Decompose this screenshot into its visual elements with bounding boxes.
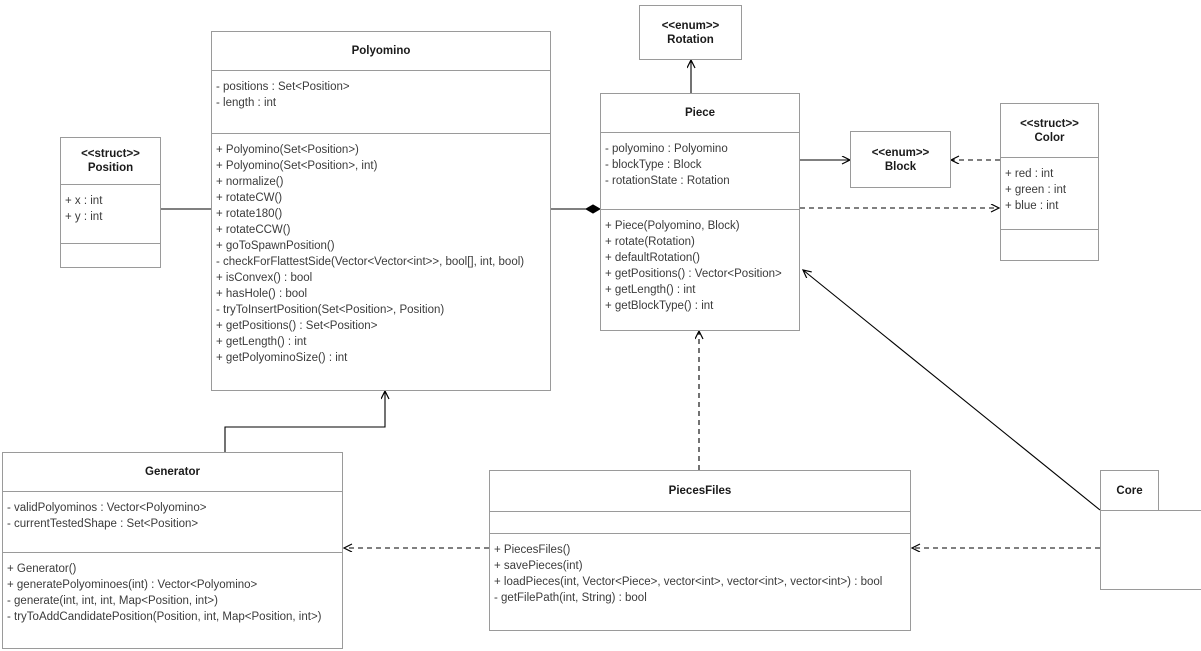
class-box-polyomino[interactable]: Polyomino - positions : Set<Position> - … bbox=[211, 31, 551, 391]
class-box-piece[interactable]: Piece - polyomino : Polyomino - blockTyp… bbox=[600, 93, 800, 331]
class-box-position[interactable]: <<struct>> Position + x : int + y : int bbox=[60, 137, 161, 268]
edge-generator-polyomino bbox=[224, 391, 385, 452]
class-attributes-generator: - validPolyominos : Vector<Polyomino> - … bbox=[3, 491, 342, 552]
attribute-row: - polyomino : Polyomino bbox=[605, 143, 728, 155]
method-row: + getBlockType() : int bbox=[605, 300, 714, 312]
attribute-row: - positions : Set<Position> bbox=[216, 81, 350, 93]
method-row: + isConvex() : bool bbox=[216, 272, 313, 284]
class-box-core-title[interactable]: Core bbox=[1100, 470, 1159, 511]
class-title-core: Core bbox=[1101, 471, 1158, 510]
method-row: + getLength() : int bbox=[605, 284, 696, 296]
attribute-row: - validPolyominos : Vector<Polyomino> bbox=[7, 502, 207, 514]
class-name-block: Block bbox=[884, 160, 917, 173]
method-row: + Generator() bbox=[7, 563, 77, 575]
class-title-position: <<struct>> Position bbox=[61, 138, 160, 184]
method-row: + hasHole() : bool bbox=[216, 288, 308, 300]
class-stereotype-block: <<enum>> bbox=[871, 146, 930, 159]
method-row: - generate(int, int, int, Map<Position, … bbox=[7, 595, 218, 607]
class-title-rotation: <<enum>> Rotation bbox=[640, 6, 741, 59]
class-name-piece: Piece bbox=[684, 107, 716, 119]
method-row: - checkForFlattestSide(Vector<Vector<int… bbox=[216, 256, 525, 268]
class-title-generator: Generator bbox=[3, 453, 342, 491]
class-title-piece: Piece bbox=[601, 94, 799, 132]
class-attributes-piecesfiles bbox=[490, 511, 910, 533]
class-name-position: Position bbox=[87, 162, 134, 174]
class-name-generator: Generator bbox=[145, 466, 200, 478]
class-methods-polyomino: + Polyomino(Set<Position>) + Polyomino(S… bbox=[212, 133, 550, 390]
method-row: + goToSpawnPosition() bbox=[216, 240, 335, 252]
method-row: + rotateCW() bbox=[216, 192, 283, 204]
class-stereotype-position: <<struct>> bbox=[81, 148, 140, 160]
method-row: + Piece(Polyomino, Block) bbox=[605, 220, 740, 232]
method-row: + loadPieces(int, Vector<Piece>, vector<… bbox=[494, 576, 883, 588]
attribute-row: + x : int bbox=[65, 195, 103, 207]
class-methods-piece: + Piece(Polyomino, Block) + rotate(Rotat… bbox=[601, 209, 799, 330]
method-row: + defaultRotation() bbox=[605, 252, 700, 264]
method-row: + generatePolyominoes(int) : Vector<Poly… bbox=[7, 579, 258, 591]
class-methods-generator: + Generator() + generatePolyominoes(int)… bbox=[3, 552, 342, 648]
method-row: - tryToAddCandidatePosition(Position, in… bbox=[7, 611, 322, 623]
method-row: + getPositions() : Vector<Position> bbox=[605, 268, 782, 280]
class-title-piecesfiles: PiecesFiles bbox=[490, 471, 910, 511]
class-title-color: <<struct>> Color bbox=[1001, 104, 1098, 157]
method-row: - getFilePath(int, String) : bool bbox=[494, 592, 647, 604]
class-body-core bbox=[1101, 511, 1201, 589]
class-box-color[interactable]: <<struct>> Color + red : int + green : i… bbox=[1000, 103, 1099, 261]
method-row: + rotate(Rotation) bbox=[605, 236, 695, 248]
class-name-core: Core bbox=[1116, 484, 1143, 497]
class-name-color: Color bbox=[1034, 131, 1065, 144]
method-row: + rotate180() bbox=[216, 208, 283, 220]
class-methods-position bbox=[61, 243, 160, 267]
class-attributes-piece: - polyomino : Polyomino - blockType : Bl… bbox=[601, 132, 799, 209]
class-attributes-color: + red : int + green : int + blue : int bbox=[1001, 157, 1098, 229]
method-row: + normalize() bbox=[216, 176, 284, 188]
class-name-piecesfiles: PiecesFiles bbox=[668, 485, 732, 497]
attribute-row: - currentTestedShape : Set<Position> bbox=[7, 518, 199, 530]
class-stereotype-rotation: <<enum>> bbox=[661, 19, 720, 32]
class-stereotype-color: <<struct>> bbox=[1020, 117, 1079, 130]
method-row: + getLength() : int bbox=[216, 336, 307, 348]
class-box-generator[interactable]: Generator - validPolyominos : Vector<Pol… bbox=[2, 452, 343, 649]
class-title-block: <<enum>> Block bbox=[851, 132, 950, 187]
attribute-row: - rotationState : Rotation bbox=[605, 175, 730, 187]
attribute-row: - blockType : Block bbox=[605, 159, 702, 171]
attribute-row: + blue : int bbox=[1005, 200, 1059, 212]
method-row: + rotateCCW() bbox=[216, 224, 291, 236]
attribute-row: + green : int bbox=[1005, 184, 1067, 196]
class-box-block[interactable]: <<enum>> Block bbox=[850, 131, 951, 188]
method-row: + getPositions() : Set<Position> bbox=[216, 320, 378, 332]
method-row: + getPolyominoSize() : int bbox=[216, 352, 348, 364]
method-row: + PiecesFiles() bbox=[494, 544, 571, 556]
class-methods-color bbox=[1001, 229, 1098, 260]
attribute-row: + y : int bbox=[65, 211, 103, 223]
class-box-piecesfiles[interactable]: PiecesFiles + PiecesFiles() + savePieces… bbox=[489, 470, 911, 631]
class-box-rotation[interactable]: <<enum>> Rotation bbox=[639, 5, 742, 60]
method-row: + Polyomino(Set<Position>, int) bbox=[216, 160, 378, 172]
class-name-polyomino: Polyomino bbox=[351, 45, 411, 57]
class-attributes-polyomino: - positions : Set<Position> - length : i… bbox=[212, 70, 550, 133]
method-row: - tryToInsertPosition(Set<Position>, Pos… bbox=[216, 304, 445, 316]
class-box-core-body[interactable] bbox=[1100, 510, 1201, 590]
attribute-row: + red : int bbox=[1005, 168, 1054, 180]
class-methods-piecesfiles: + PiecesFiles() + savePieces(int) + load… bbox=[490, 533, 910, 630]
method-row: + savePieces(int) bbox=[494, 560, 583, 572]
method-row: + Polyomino(Set<Position>) bbox=[216, 144, 359, 156]
class-name-rotation: Rotation bbox=[667, 33, 714, 46]
class-attributes-position: + x : int + y : int bbox=[61, 184, 160, 243]
attribute-row: - length : int bbox=[216, 97, 277, 109]
class-title-polyomino: Polyomino bbox=[212, 32, 550, 70]
